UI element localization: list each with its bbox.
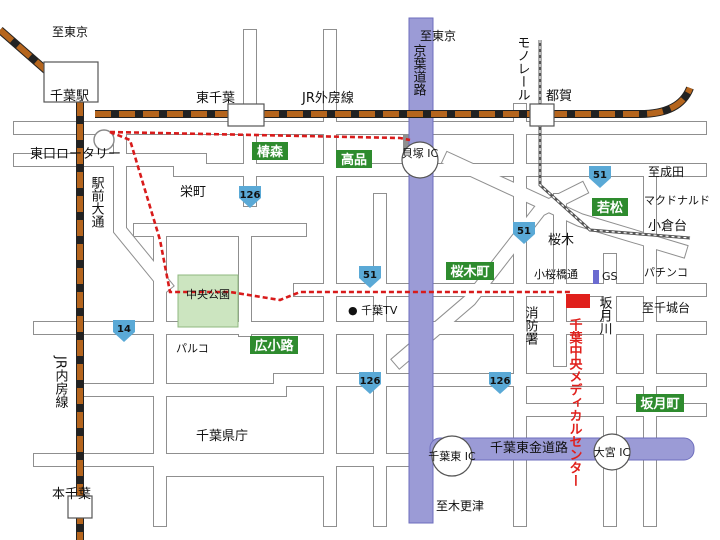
label-ekimae-dori: 駅前大通 [89, 176, 105, 228]
svg-text:51: 51 [593, 170, 607, 181]
svg-text:桜木町: 桜木町 [450, 264, 489, 280]
ic-omiya: 大宮 IC [593, 433, 631, 471]
intersection-hirokoji: 広小路 [250, 336, 298, 354]
intersection-sakuragicho: 桜木町 [446, 262, 494, 280]
svg-text:126: 126 [490, 376, 511, 387]
label-to-tokyo-top: 至東京 [420, 29, 456, 43]
east-rotary-circle [93, 129, 115, 151]
label-to-tokyo-left: 至東京 [52, 25, 88, 39]
label-jr-sotobo: JR外房線 [301, 90, 354, 106]
svg-text:高品: 高品 [341, 152, 367, 168]
label-tsuga: 都賀 [546, 89, 572, 104]
label-prefecture: 千葉県庁 [196, 429, 248, 444]
label-jr-uchibo: JR内房線 [53, 355, 69, 408]
label-higashi-chiba: 東千葉 [196, 90, 235, 106]
label-keiyo-expressway: 京葉道路 [411, 44, 427, 96]
destination-marker [566, 294, 590, 308]
label-hon-chiba: 本千葉 [52, 487, 91, 502]
label-kozakura-bridge: 小桜橋通 [534, 267, 578, 281]
chuo-park [177, 274, 239, 328]
label-east-rotary: 東口ロータリー [30, 146, 121, 162]
jr-sotobo-line [95, 86, 694, 118]
label-gs: GS [602, 270, 618, 283]
svg-text:51: 51 [363, 270, 377, 281]
vertical-labels: 京葉道路 モノレール JR内房線 駅前大通 消防署 坂月川 千葉中央メディカルセ… [53, 36, 613, 487]
svg-text:椿森: 椿森 [257, 144, 284, 160]
label-to-kisarazu: 至木更津 [436, 499, 484, 513]
label-sakaecho: 栄町 [180, 185, 206, 200]
route-shield-51-b: 51 [513, 222, 535, 244]
svg-text:126: 126 [240, 190, 261, 201]
label-chuo-park: 中央公園 [186, 288, 230, 301]
intersection-wakamatsu: 若松 [592, 198, 628, 216]
ic-omiya-label: 大宮 IC [594, 445, 631, 459]
route-shield-126-b: 126 [359, 372, 381, 394]
tsuga-station-building [529, 103, 555, 127]
road-network [13, 29, 707, 527]
route-shield-51-a: 51 [359, 266, 381, 288]
svg-text:広小路: 広小路 [254, 338, 294, 354]
higashi-chiba-station-building [227, 103, 265, 127]
label-to-narita: 至成田 [648, 165, 684, 179]
svg-text:126: 126 [360, 376, 381, 387]
intersection-tsubakimori: 椿森 [252, 142, 288, 160]
label-parco: パルコ [176, 342, 209, 355]
ic-chiba-higashi: 千葉東 IC [428, 435, 476, 477]
ic-kaizuka: 貝塚 IC [401, 141, 439, 179]
label-chiba-togane: 千葉東金道路 [490, 440, 568, 456]
map-labels: 至東京 至東京 千葉駅 東千葉 JR外房線 都賀 至成田 マクドナルド 小倉台 … [30, 25, 710, 513]
svg-text:坂月町: 坂月町 [640, 396, 679, 412]
label-chiba-station: 千葉駅 [50, 89, 89, 104]
ic-chiba-higashi-label: 千葉東 IC [428, 449, 476, 463]
svg-text:14: 14 [117, 324, 131, 335]
hon-chiba-station-building [67, 495, 93, 519]
route-shields: 126 126 126 51 51 51 14 [113, 166, 611, 394]
svg-text:51: 51 [517, 226, 531, 237]
label-sakatsuki-river: 坂月川 [597, 296, 613, 335]
label-monorail: モノレール [515, 36, 530, 101]
gs-marker [593, 270, 599, 284]
route-shield-126-a: 126 [239, 186, 261, 208]
label-to-chishiro: 至千城台 [642, 300, 690, 315]
label-kokuradai: 小倉台 [648, 219, 687, 234]
label-sakuragi: 桜木 [548, 233, 574, 248]
label-mcdonalds: マクドナルド [644, 194, 710, 207]
intersection-takashina: 高品 [336, 150, 372, 168]
route-shield-14: 14 [113, 320, 135, 342]
intersection-labels: 椿森 高品 若松 桜木町 広小路 坂月町 [250, 142, 684, 412]
access-route [109, 130, 570, 302]
label-fire-station: 消防署 [523, 306, 539, 346]
label-chiba-tv: ● 千葉TV [348, 303, 398, 317]
label-destination: 千葉中央メディカルセンター [567, 317, 584, 487]
route-shield-51-c: 51 [589, 166, 611, 188]
intersection-sakatsukicho: 坂月町 [636, 394, 684, 412]
keiyo-expressway [408, 17, 434, 524]
label-pachinko: パチンコ [644, 266, 688, 279]
chiba-station-building [43, 61, 99, 103]
route-shield-126-c: 126 [489, 372, 511, 394]
svg-text:若松: 若松 [596, 200, 623, 216]
ic-kaizuka-label: 貝塚 IC [402, 147, 439, 160]
